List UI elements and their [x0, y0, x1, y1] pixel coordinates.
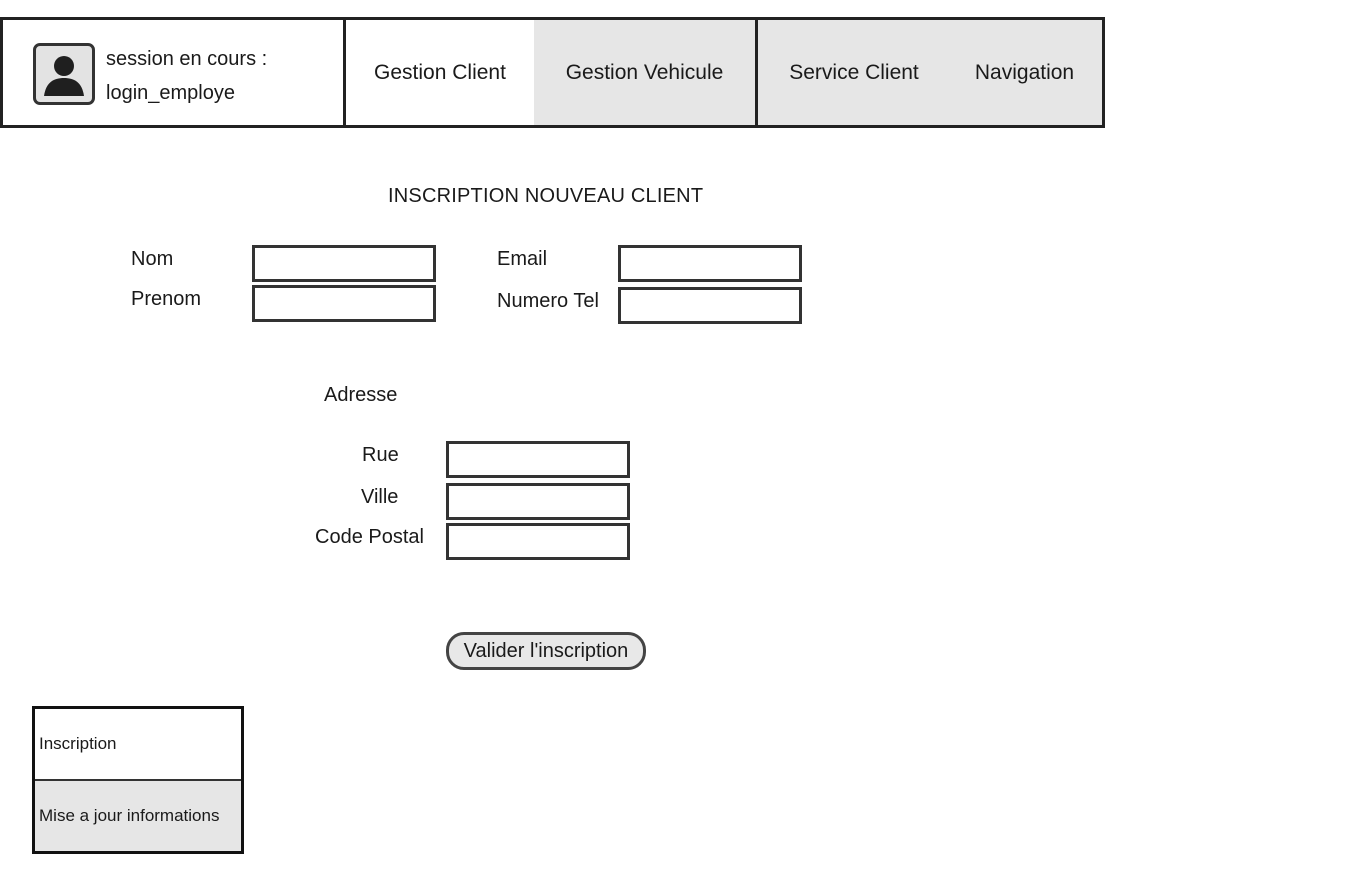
code-postal-label: Code Postal: [315, 526, 424, 548]
tab-label: Gestion Client: [374, 60, 506, 84]
ville-label: Ville: [361, 486, 399, 508]
tab-gestion-client[interactable]: Gestion Client: [343, 17, 537, 128]
side-menu-item-mise-a-jour[interactable]: Mise a jour informations: [35, 781, 241, 851]
tab-label: Service Client: [789, 60, 919, 84]
prenom-label: Prenom: [131, 288, 202, 310]
session-label: session en cours :: [106, 48, 268, 70]
side-menu-item-label: Inscription: [39, 734, 117, 753]
side-menu: Inscription Mise a jour informations: [32, 706, 244, 854]
session-panel: session en cours : login_employe: [0, 17, 346, 128]
form-title: INSCRIPTION NOUVEAU CLIENT: [388, 185, 704, 207]
session-username: login_employe: [106, 82, 235, 104]
tab-label: Navigation: [974, 60, 1075, 84]
valider-inscription-button[interactable]: Valider l'inscription: [446, 632, 646, 670]
tel-label: Numero Tel: [497, 290, 599, 312]
side-menu-item-label: Mise a jour informations: [39, 806, 220, 825]
prenom-field[interactable]: [252, 285, 436, 322]
adresse-heading: Adresse: [324, 384, 398, 406]
session-info: session en cours : login_employe: [106, 42, 267, 110]
tel-field[interactable]: [618, 287, 802, 324]
rue-field[interactable]: [446, 441, 630, 478]
rue-label: Rue: [362, 444, 399, 466]
tab-service-client[interactable]: Service Client: [755, 17, 953, 128]
tab-navigation[interactable]: Navigation: [947, 17, 1105, 128]
email-label: Email: [497, 248, 548, 270]
email-field[interactable]: [618, 245, 802, 282]
user-silhouette-icon: [33, 43, 95, 105]
tab-gestion-vehicule[interactable]: Gestion Vehicule: [534, 17, 758, 128]
side-menu-item-inscription[interactable]: Inscription: [35, 709, 241, 781]
nom-field[interactable]: [252, 245, 436, 282]
tab-label: Gestion Vehicule: [565, 60, 724, 84]
ville-field[interactable]: [446, 483, 630, 520]
nom-label: Nom: [131, 248, 174, 270]
code-postal-field[interactable]: [446, 523, 630, 560]
